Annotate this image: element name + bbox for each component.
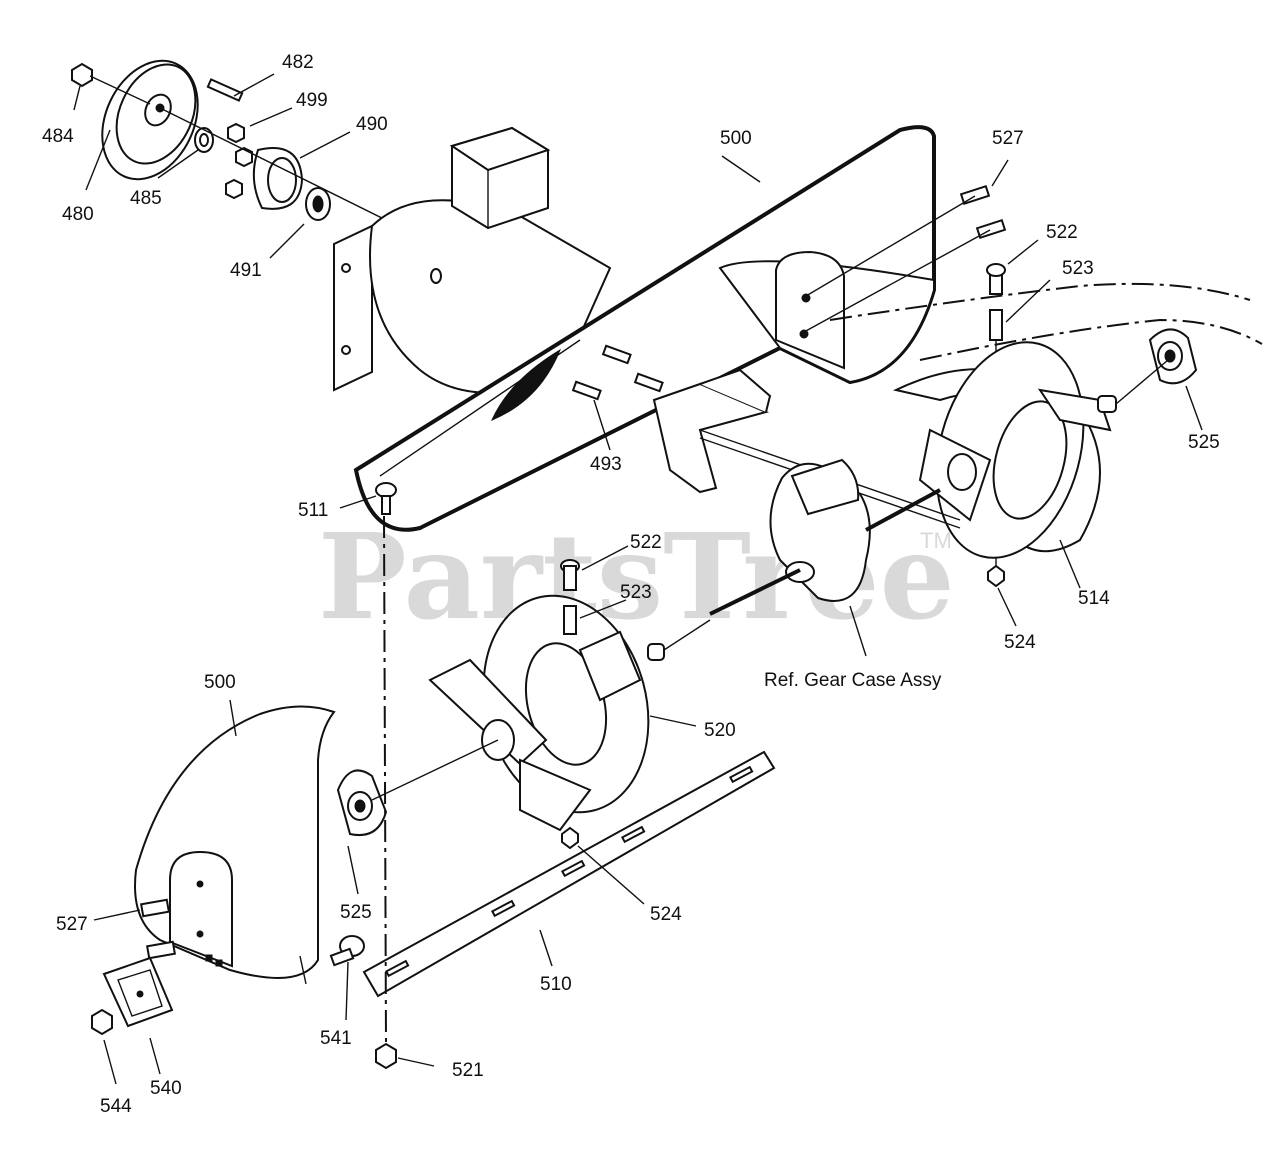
callout-527-top: 527 xyxy=(992,128,1024,149)
callout-493: 493 xyxy=(590,454,622,475)
nut-514 xyxy=(375,1042,397,1070)
callout-484: 484 xyxy=(42,126,74,147)
callout-523-right: 523 xyxy=(1062,258,1094,279)
callout-labels: 484 480 482 499 490 485 491 500 527 522 … xyxy=(42,52,1220,1117)
bolts-527-left xyxy=(139,898,177,960)
skid-shoe-540 xyxy=(102,956,174,1028)
callout-491: 491 xyxy=(230,260,262,281)
flange-bearing-525-right xyxy=(1115,328,1198,405)
shear-pin-522-523-center xyxy=(560,559,580,850)
auger-521 xyxy=(428,594,711,832)
gear-case-assy xyxy=(652,368,961,616)
callout-521: 520 xyxy=(704,720,736,741)
watermark-trademark: TM xyxy=(920,528,952,553)
side-plate xyxy=(775,250,845,370)
callout-541: 541 xyxy=(320,1028,352,1049)
callout-514: 521 xyxy=(452,1060,484,1081)
bolts-493 xyxy=(571,344,664,401)
nut-524-right xyxy=(987,564,1005,588)
callout-525-right: 525 xyxy=(1188,432,1220,453)
callout-527-left: 527 xyxy=(56,914,88,935)
callout-511: 511 xyxy=(298,500,328,521)
pulley-group xyxy=(71,59,391,223)
mount-plate xyxy=(333,224,373,392)
callout-480: 480 xyxy=(62,204,94,225)
callout-525-left: 525 xyxy=(340,902,372,923)
callout-500-top: 500 xyxy=(720,128,752,149)
ref-axis-vertical xyxy=(383,515,387,1045)
leader-lines xyxy=(73,73,1203,1085)
nut-484 xyxy=(71,62,93,88)
callout-524-right: 524 xyxy=(1004,632,1036,653)
carriage-bolt-511 xyxy=(375,482,397,515)
callout-482: 482 xyxy=(282,52,314,73)
callout-499: 499 xyxy=(296,90,328,111)
ref-curve-lower xyxy=(919,318,1263,361)
callout-544: 544 xyxy=(100,1096,132,1117)
callout-500-bottom: 500 xyxy=(204,672,236,693)
auger-520 xyxy=(892,341,1117,559)
nut-544 xyxy=(91,1008,113,1036)
ref-curve-upper xyxy=(829,282,1251,321)
nut-524-center xyxy=(561,826,579,850)
bolt-541 xyxy=(329,935,365,967)
callout-522-center: 522 xyxy=(630,532,662,553)
auger-housing-500 xyxy=(333,125,936,532)
bolts-527-top xyxy=(803,184,1007,333)
callout-522-right: 522 xyxy=(1046,222,1078,243)
gear-case-note: Ref. Gear Case Assy xyxy=(764,670,942,691)
scraper-bar-510 xyxy=(362,750,776,998)
key-482 xyxy=(206,78,244,102)
callout-520: 514 xyxy=(1078,588,1110,609)
housing-side-500 xyxy=(134,705,336,985)
bolt-499 xyxy=(227,122,245,144)
callout-524-center: 524 xyxy=(650,904,682,925)
callout-485: 485 xyxy=(130,188,162,209)
callout-523-center: 523 xyxy=(620,582,652,603)
callout-540: 540 xyxy=(150,1078,182,1099)
callout-510: 510 xyxy=(540,974,572,995)
flange-bearing-525-left xyxy=(336,739,499,836)
callout-490: 490 xyxy=(356,114,388,135)
